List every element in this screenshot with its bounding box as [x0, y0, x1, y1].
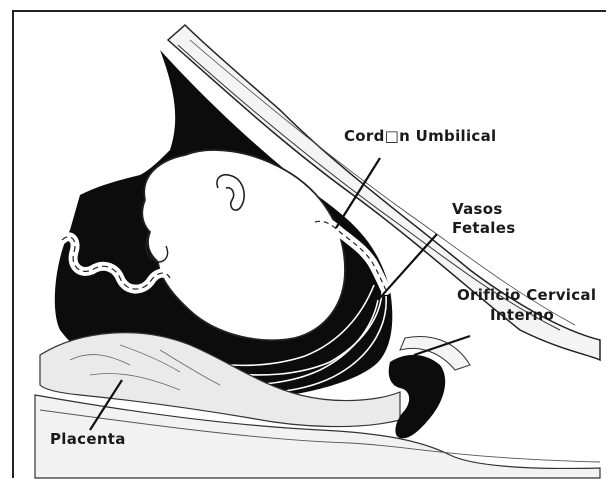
pointer-vasos — [378, 234, 437, 300]
label-orificio-cervical-line1: Orificio Cervical — [457, 286, 596, 304]
label-vasos-fetales-line1: Vasos — [452, 200, 503, 218]
label-placenta: Placenta — [50, 430, 126, 448]
label-orificio-cervical-line2: Interno — [490, 306, 554, 324]
label-vasos-fetales-line2: Fetales — [452, 219, 515, 237]
label-cordon-umbilical: Cord□n Umbilical — [344, 127, 496, 145]
